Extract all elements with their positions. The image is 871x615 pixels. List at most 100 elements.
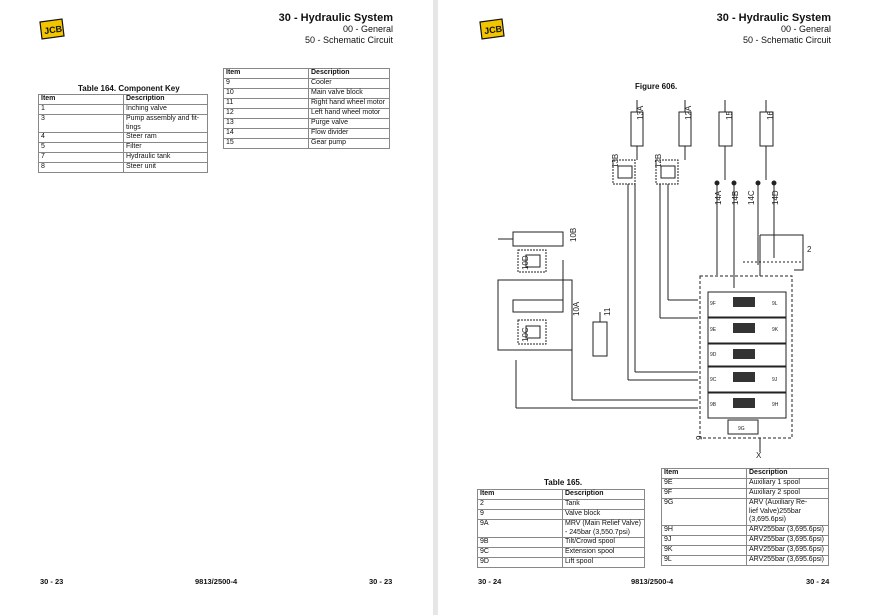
- page-number: 30 - 23: [40, 577, 64, 586]
- description-cell: ARV (Auxiliary Re- lief Valve)255bar (3,…: [746, 498, 829, 526]
- label-13b: 13B: [611, 154, 620, 168]
- item-cell: 2: [477, 499, 563, 510]
- description-cell: Left hand wheel motor: [308, 108, 390, 119]
- column-header: Description: [308, 68, 390, 79]
- column-header: Item: [661, 468, 747, 479]
- svg-text:9K: 9K: [772, 327, 779, 333]
- description-cell: Tilt/Crowd spool: [562, 537, 645, 548]
- column-header: Item: [223, 68, 309, 79]
- mrv-9a: [727, 419, 759, 435]
- document-code: 9813/2500-4: [631, 577, 674, 586]
- column-header: Description: [562, 489, 645, 500]
- label-11: 11: [603, 307, 612, 316]
- item-cell: 12: [223, 108, 309, 119]
- label-10b: 10B: [569, 228, 578, 242]
- valve-10c: [517, 319, 547, 345]
- description-cell: Filter: [123, 142, 208, 153]
- document-code: 9813/2500-4: [195, 577, 238, 586]
- svg-text:9H: 9H: [772, 402, 779, 408]
- item-cell: 15: [223, 138, 309, 149]
- section-title: 30 - Hydraulic System: [716, 12, 831, 24]
- page-number: 30 - 24: [478, 577, 502, 586]
- item-cell: 5: [38, 142, 124, 153]
- item-cell: 8: [38, 162, 124, 173]
- label-9: 9: [695, 435, 704, 440]
- label-14c: 14C: [747, 190, 756, 205]
- ram-10a: [512, 299, 564, 313]
- subsection: 00 - General: [342, 24, 393, 34]
- label-15: 15: [725, 111, 734, 120]
- description-cell: Auxiliary 2 spool: [746, 488, 829, 499]
- label-13a: 13A: [636, 105, 645, 120]
- svg-text:9B: 9B: [710, 402, 717, 408]
- item-cell: 10: [223, 88, 309, 99]
- description-cell: ARV255bar (3,695.6psi): [746, 524, 829, 536]
- page-header: 30 - Hydraulic System 00 - General 50 - …: [279, 12, 393, 46]
- page-number: 30 - 23: [369, 577, 393, 586]
- label-14a: 14A: [714, 190, 723, 205]
- spool-9d: [707, 343, 787, 367]
- svg-text:JCB: JCB: [44, 24, 64, 36]
- item-cell: 9A: [477, 519, 563, 538]
- item-cell: 3: [38, 114, 124, 133]
- label-14b: 14B: [731, 191, 740, 205]
- label-10d: 10D: [521, 255, 530, 270]
- label-x: X: [756, 451, 762, 460]
- svg-text:9G: 9G: [738, 426, 745, 432]
- item-cell: 9B: [477, 537, 563, 548]
- page-number: 30 - 24: [806, 577, 830, 586]
- label-12b: 12B: [654, 154, 663, 168]
- description-cell: ARV255bar (3,695.6psi): [746, 554, 829, 566]
- schematic-labels: 13A 12A 15 16 13B 12B 14A 14B 14C 14D 10…: [521, 105, 812, 460]
- description-cell: Steer ram: [123, 132, 208, 143]
- description-cell: Pump assembly and fit- tings: [123, 114, 208, 133]
- item-cell: 9F: [661, 488, 747, 499]
- description-cell: Right hand wheel motor: [308, 98, 390, 109]
- figure-caption: Figure 606.: [635, 82, 678, 91]
- description-cell: Valve block: [562, 509, 645, 520]
- wheel-motor-11: [592, 321, 608, 357]
- spool-9c: [707, 366, 787, 393]
- right-page: JCB 30 - Hydraulic System 00 - General 5…: [438, 0, 871, 615]
- left-page: JCB 30 - Hydraulic System 00 - General 5…: [0, 0, 433, 615]
- description-cell: Gear pump: [308, 138, 390, 149]
- jcb-logo: JCB: [479, 18, 505, 40]
- description-cell: Steer unit: [123, 162, 208, 173]
- jcb-logo: JCB: [39, 18, 65, 40]
- description-cell: ARV255bar (3,695.6psi): [746, 544, 829, 556]
- valve-10d: [517, 249, 547, 273]
- label-14d: 14D: [771, 190, 780, 205]
- description-cell: ARV255bar (3,695.6psi): [746, 534, 829, 546]
- description-cell: Auxiliary 1 spool: [746, 478, 829, 489]
- column-header: Item: [38, 94, 124, 105]
- column-header: Item: [477, 489, 563, 500]
- subsection: 00 - General: [780, 24, 831, 34]
- subsection: 50 - Schematic Circuit: [742, 35, 831, 45]
- item-cell: 9: [223, 78, 309, 89]
- column-header: Description: [746, 468, 829, 479]
- valve-block-9: [699, 275, 793, 439]
- section-title: 30 - Hydraulic System: [278, 12, 393, 24]
- label-10c: 10C: [521, 327, 530, 342]
- table-caption: Table 165.: [544, 478, 583, 487]
- item-cell: 9K: [661, 544, 747, 556]
- item-cell: 14: [223, 128, 309, 139]
- table-caption: Table 164. Component Key: [78, 84, 180, 93]
